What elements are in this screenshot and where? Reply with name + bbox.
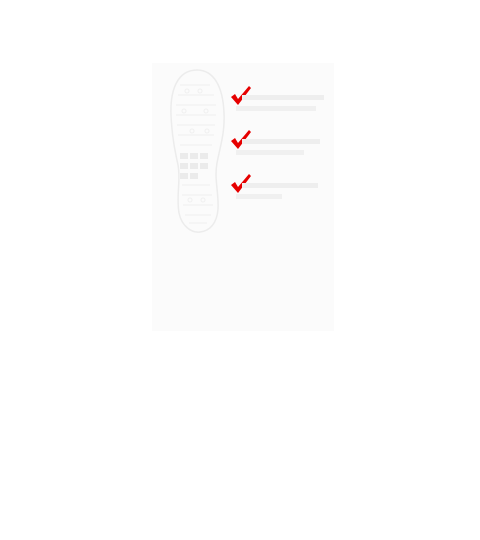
checkmark-icon bbox=[231, 130, 251, 149]
feature-text-3 bbox=[236, 181, 328, 206]
faint-text-lines bbox=[236, 139, 320, 155]
feature-item-3 bbox=[230, 173, 330, 203]
shoe-sole-icon bbox=[170, 69, 225, 233]
faint-text-lines bbox=[236, 95, 324, 111]
feature-text-2 bbox=[236, 137, 328, 162]
product-feature-panel bbox=[152, 63, 334, 331]
feature-text-1 bbox=[236, 93, 328, 118]
feature-item-1 bbox=[230, 85, 330, 115]
feature-item-2 bbox=[230, 129, 330, 159]
faint-text-lines bbox=[236, 183, 318, 199]
checkmark-icon bbox=[231, 174, 251, 193]
checkmark-icon bbox=[231, 86, 251, 105]
